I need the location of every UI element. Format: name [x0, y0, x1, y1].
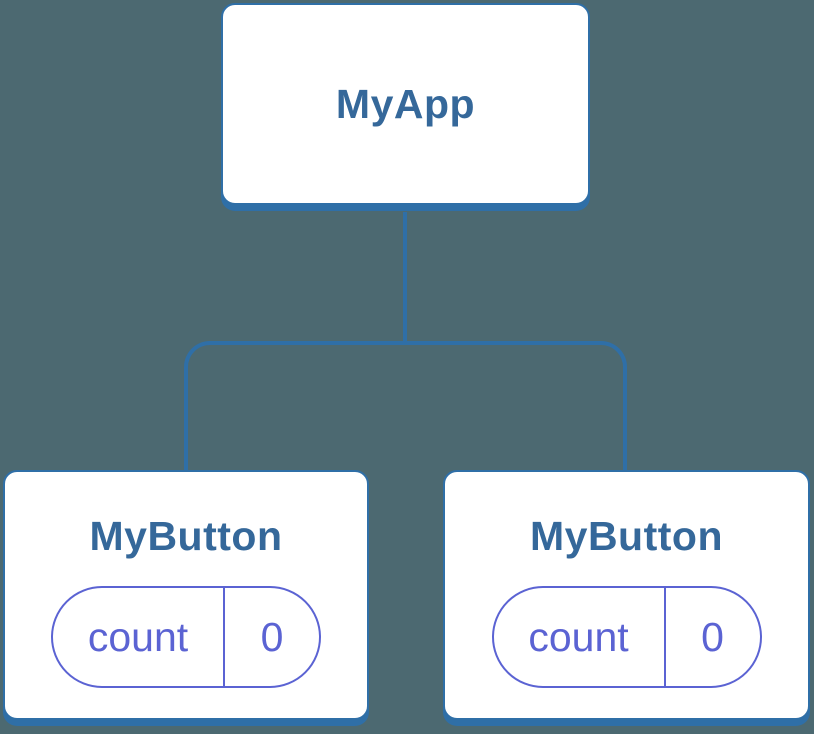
state-key: count [494, 588, 666, 686]
state-value: 0 [701, 613, 724, 660]
state-pill: count 0 [491, 586, 762, 688]
state-pill: count 0 [51, 586, 321, 688]
children-connector-bracket [184, 341, 627, 470]
state-value: 0 [260, 613, 284, 660]
root-component-node: MyApp [221, 3, 590, 205]
child-component-node-right: MyButton count 0 [443, 470, 810, 720]
root-component-label: MyApp [335, 81, 476, 127]
child-component-node-left: MyButton count 0 [3, 470, 369, 720]
child-component-label: MyButton [89, 513, 283, 559]
child-component-label: MyButton [529, 513, 723, 559]
parent-child-connector-stem [403, 212, 407, 343]
state-key: count [53, 588, 225, 686]
